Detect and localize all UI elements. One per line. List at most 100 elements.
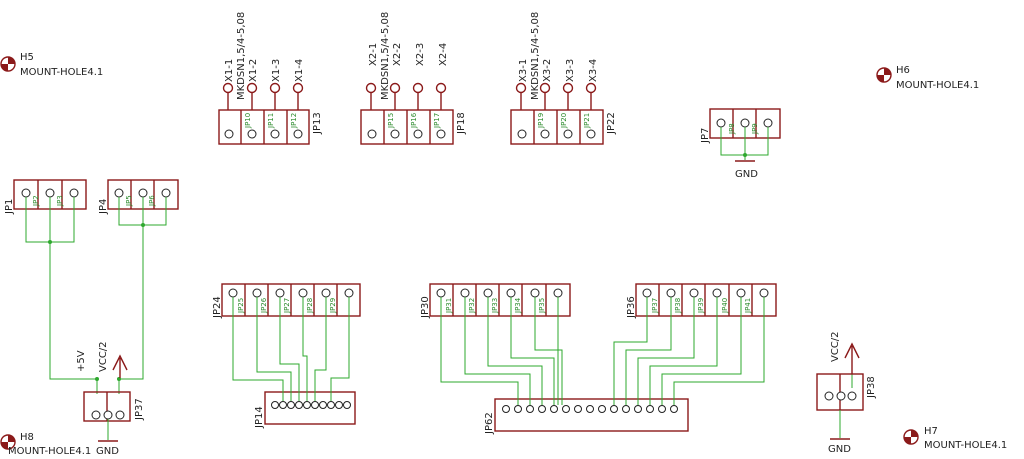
sub-ref: JP15 [387,113,395,129]
terminal-pin: X1-2 [248,59,259,82]
net-label-gnd: GND [96,446,119,457]
sub-ref: JP25 [237,298,245,314]
header-ref: JP38 [866,376,877,399]
header-ref: JP24 [212,296,223,319]
header-ref: JP18 [456,112,467,135]
terminal-pin: X2-2 [392,43,403,66]
sub-ref: JP27 [283,298,291,314]
terminal-pin-labels: X3-1 X3-2 X3-3 X3-4 MKDSN1,5/4-5,08 [518,12,599,100]
header-jp14: JP14 [254,391,356,429]
mount-hole-icon [0,434,16,450]
sub-ref: JP5 [125,195,133,207]
terminal-block-x1: X1-1 X1-2 X1-3 X1-4 MKDSN1,5/4-5,08 JP10… [218,12,323,145]
sub-ref: JP32 [468,298,476,314]
terminal-block-x2: X2-1 X2-2 X2-3 X2-4 MKDSN1,5/4-5,08 JP15… [360,12,467,145]
net-label-5v: +5V [76,350,87,372]
sub-ref: JP3 [56,195,64,207]
mount-hole-value: MOUNT-HOLE4.1 [924,440,1007,451]
terminal-pin: X1-1 [224,59,235,82]
terminal-pin: X2-4 [438,43,449,66]
sub-ref: JP35 [538,298,546,314]
mount-hole-h6: H6 MOUNT-HOLE4.1 [876,65,979,91]
header-ref: JP30 [420,296,431,319]
net-label-vcc2: VCC/2 [98,341,109,372]
sub-ref: JP17 [433,113,441,129]
sub-ref: JP29 [329,298,337,314]
sub-ref: JP40 [721,298,729,314]
header-ref: JP1 [4,199,15,215]
header-jp37: +5V VCC/2 JP37 GND [76,341,145,457]
power-arrow-icon [844,342,860,374]
sub-ref: JP34 [514,297,522,314]
terminal-screws [365,82,447,110]
terminal-pin: X1-3 [271,59,282,82]
mount-hole-h8: H8 MOUNT-HOLE4.1 [0,432,91,457]
header-ref: JP22 [606,112,617,135]
sub-ref: JP20 [560,113,568,129]
sub-ref: JP6 [148,195,156,207]
mount-hole-ref: H5 [20,52,34,63]
terminal-pin-labels: X2-1 X2-2 X2-3 X2-4 MKDSN1,5/4-5,08 [368,12,449,100]
sub-ref: JP21 [583,113,591,129]
net-label-vcc2: VCC/2 [830,331,841,362]
header-ref: JP4 [98,199,109,215]
terminal-pin: X2-1 [368,43,379,66]
terminal-pin: X2-3 [415,43,426,66]
terminal-pin: X3-2 [542,59,553,82]
mount-hole-value: MOUNT-HOLE4.1 [896,80,979,91]
sub-ref: JP39 [697,298,705,314]
terminal-pin-labels: X1-1 X1-2 X1-3 X1-4 MKDSN1,5/4-5,08 [224,12,305,100]
sub-ref: JP8 [728,123,736,135]
mount-hole-ref: H6 [896,65,910,76]
sub-ref: JP11 [267,113,275,129]
terminal-screws [515,82,597,110]
sub-ref: JP38 [674,298,682,314]
header-ref: JP14 [254,406,265,429]
terminal-value: MKDSN1,5/4-5,08 [530,12,541,100]
terminal-pin: X1-4 [294,59,305,82]
mount-hole-icon [0,56,16,72]
mount-hole-icon [876,67,892,83]
header-ref: JP62 [484,412,495,435]
terminal-screws [222,82,304,110]
sub-ref: JP37 [651,298,659,314]
header-ref: JP36 [626,296,637,319]
jp62-pads [502,405,678,413]
header-ref: JP13 [312,112,323,135]
sub-ref: JP28 [306,298,314,314]
terminal-value: MKDSN1,5/4-5,08 [380,12,391,100]
sub-ref: JP31 [445,298,453,314]
net-label-gnd: GND [828,444,851,455]
sub-ref: JP16 [410,112,418,129]
sub-ref: JP10 [244,113,252,129]
sub-ref: JP41 [744,298,752,314]
mount-hole-h7: H7 MOUNT-HOLE4.1 [903,426,1007,451]
header-jp36: JP37 JP38 JP39 JP40 JP41 JP36 [626,283,777,319]
terminal-pin: X3-3 [565,59,576,82]
sub-ref: JP12 [290,113,298,129]
header-jp1: JP2 JP3 JP1 [4,179,87,244]
terminal-value: MKDSN1,5/4-5,08 [236,12,247,100]
header-ref: JP7 [700,128,711,144]
sub-ref: JP9 [751,123,759,135]
mount-hole-value: MOUNT-HOLE4.1 [8,446,91,457]
terminal-pin: X3-1 [518,59,529,82]
header-ref: JP37 [134,398,145,421]
jp14-pads [271,401,351,409]
header-jp62: JP62 [484,398,689,435]
header-jp30: JP31 JP32 JP33 JP34 JP35 JP30 [420,283,571,319]
sub-ref: JP19 [537,113,545,129]
terminal-pin: X3-4 [588,59,599,82]
header-jp24: JP25 JP26 JP27 JP28 JP29 JP24 [212,283,361,319]
mount-hole-h5: H5 MOUNT-HOLE4.1 [0,52,103,78]
mount-hole-ref: H7 [924,426,938,437]
terminal-block-x3: X3-1 X3-2 X3-3 X3-4 MKDSN1,5/4-5,08 JP19… [510,12,617,145]
header-jp38: VCC/2 JP38 GND [816,331,877,455]
power-arrow-icon [112,354,128,378]
header-jp7: JP8 JP9 JP7 GND [700,108,781,180]
mount-hole-value: MOUNT-HOLE4.1 [20,67,103,78]
sub-ref: JP26 [260,297,268,314]
sub-ref: JP2 [32,195,40,207]
sub-ref: JP33 [491,298,499,314]
